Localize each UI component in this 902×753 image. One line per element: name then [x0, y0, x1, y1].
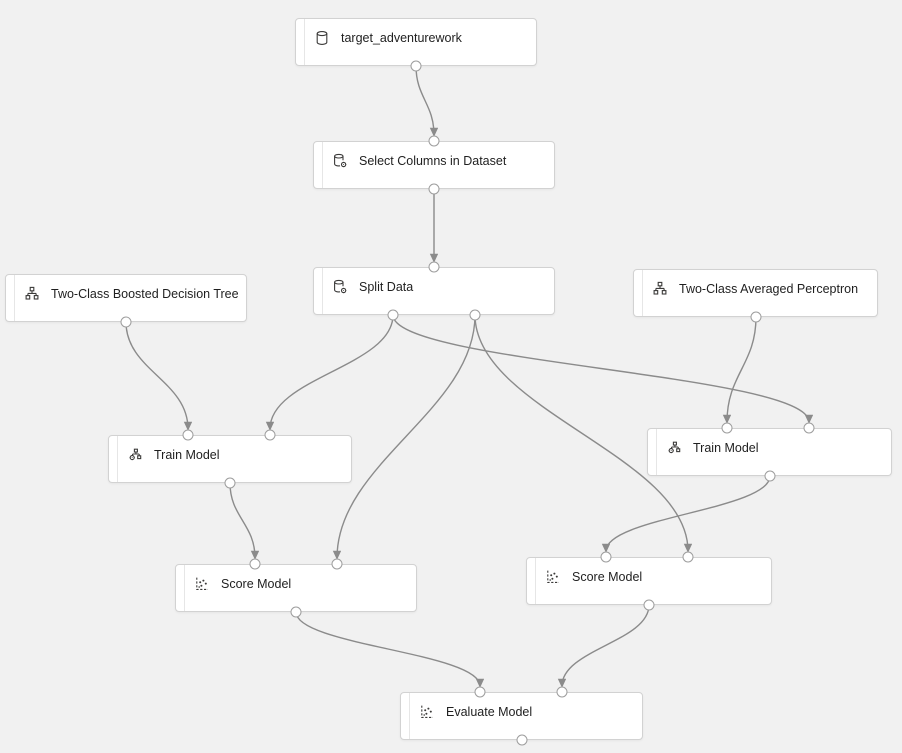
train-icon: [127, 447, 143, 463]
edge-train-model-right-to-score-model-right[interactable]: [601, 475, 771, 553]
node-content: Evaluate Model: [401, 693, 642, 729]
node-label: Two-Class Boosted Decision Tree: [51, 287, 239, 301]
node-label: Score Model: [221, 577, 292, 591]
node-content: Two-Class Boosted Decision Tree: [6, 275, 246, 311]
output-port-select-columns[interactable]: [428, 183, 440, 195]
node-label: target_adventurework: [341, 31, 462, 45]
edge-split-data-to-score-model-right[interactable]: [474, 314, 693, 553]
output-port-split-data[interactable]: [469, 309, 481, 321]
database-gear-icon: [332, 279, 348, 295]
edge-score-model-right-to-evaluate-model[interactable]: [557, 604, 650, 688]
scatter-icon: [419, 704, 435, 720]
node-label: Score Model: [572, 570, 643, 584]
node-content: Train Model: [648, 429, 891, 465]
node-select-columns[interactable]: Select Columns in Dataset: [313, 141, 555, 189]
node-content: Score Model: [527, 558, 771, 594]
edge-averaged-perceptron-to-train-model-right[interactable]: [722, 316, 757, 424]
input-port-train-model-right[interactable]: [721, 422, 733, 434]
node-label: Evaluate Model: [446, 705, 533, 719]
input-port-score-model-right[interactable]: [682, 551, 694, 563]
node-score-model-left[interactable]: Score Model: [175, 564, 417, 612]
input-port-split-data[interactable]: [428, 261, 440, 273]
input-port-score-model-left[interactable]: [331, 558, 343, 570]
database-gear-icon: [332, 153, 348, 169]
node-evaluate-model[interactable]: Evaluate Model: [400, 692, 643, 740]
input-port-select-columns[interactable]: [428, 135, 440, 147]
output-port-averaged-perceptron[interactable]: [750, 311, 762, 323]
edge-score-model-left-to-evaluate-model[interactable]: [295, 611, 485, 688]
input-port-evaluate-model[interactable]: [474, 686, 486, 698]
input-port-train-model-left[interactable]: [182, 429, 194, 441]
node-target-dataset[interactable]: target_adventurework: [295, 18, 537, 66]
node-content: Train Model: [109, 436, 351, 472]
node-label: Train Model: [154, 448, 220, 462]
input-port-evaluate-model[interactable]: [556, 686, 568, 698]
edge-split-data-to-train-model-right[interactable]: [392, 314, 814, 424]
hierarchy-icon: [24, 286, 40, 302]
train-icon: [666, 440, 682, 456]
node-content: target_adventurework: [296, 19, 536, 55]
node-train-model-left[interactable]: Train Model: [108, 435, 352, 483]
database-icon: [314, 30, 330, 46]
output-port-score-model-left[interactable]: [290, 606, 302, 618]
node-content: Score Model: [176, 565, 416, 601]
edge-train-model-left-to-score-model-left[interactable]: [229, 482, 260, 560]
output-port-train-model-left[interactable]: [224, 477, 236, 489]
output-port-evaluate-model[interactable]: [516, 734, 528, 746]
output-port-score-model-right[interactable]: [643, 599, 655, 611]
input-port-train-model-right[interactable]: [803, 422, 815, 434]
scatter-icon: [545, 569, 561, 585]
node-content: Two-Class Averaged Perceptron: [634, 270, 877, 306]
edge-boosted-tree-to-train-model-left[interactable]: [125, 321, 193, 431]
node-content: Select Columns in Dataset: [314, 142, 554, 178]
output-port-boosted-tree[interactable]: [120, 316, 132, 328]
input-port-train-model-left[interactable]: [264, 429, 276, 441]
node-boosted-tree[interactable]: Two-Class Boosted Decision Tree: [5, 274, 247, 322]
scatter-icon: [194, 576, 210, 592]
edge-target-dataset-to-select-columns[interactable]: [415, 65, 439, 137]
node-averaged-perceptron[interactable]: Two-Class Averaged Perceptron: [633, 269, 878, 317]
edge-split-data-to-score-model-left[interactable]: [332, 314, 476, 560]
node-label: Train Model: [693, 441, 759, 455]
node-label: Two-Class Averaged Perceptron: [679, 282, 859, 296]
node-split-data[interactable]: Split Data: [313, 267, 555, 315]
output-port-target-dataset[interactable]: [410, 60, 422, 72]
node-label: Select Columns in Dataset: [359, 154, 507, 168]
input-port-score-model-left[interactable]: [249, 558, 261, 570]
node-score-model-right[interactable]: Score Model: [526, 557, 772, 605]
output-port-split-data[interactable]: [387, 309, 399, 321]
node-train-model-right[interactable]: Train Model: [647, 428, 892, 476]
hierarchy-icon: [652, 281, 668, 297]
edge-split-data-to-train-model-left[interactable]: [265, 314, 394, 431]
node-content: Split Data: [314, 268, 554, 304]
node-label: Split Data: [359, 280, 414, 294]
output-port-train-model-right[interactable]: [764, 470, 776, 482]
input-port-score-model-right[interactable]: [600, 551, 612, 563]
